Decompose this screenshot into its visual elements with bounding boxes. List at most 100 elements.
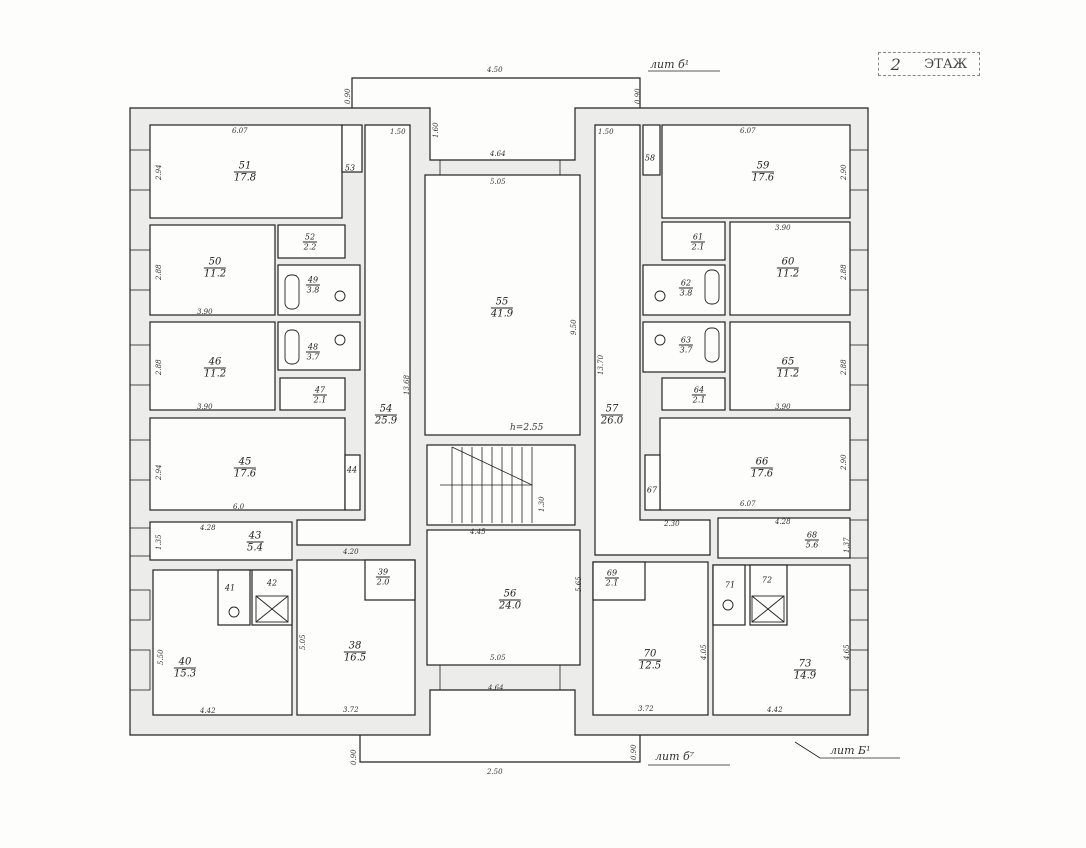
room-label-72: 72	[761, 575, 773, 585]
dim-r65-h: 2.88	[840, 359, 848, 375]
room-66	[659, 417, 851, 511]
dim-bottom-right-offset: 0.90	[630, 744, 638, 760]
windows	[129, 149, 869, 691]
dim-r68-w: 4.28	[775, 518, 791, 526]
dim-r73-h: 4.65	[843, 644, 851, 660]
room-39	[364, 559, 416, 601]
dim-corridor-width: 4.20	[343, 548, 359, 556]
dim-r46-h: 2.88	[155, 359, 163, 375]
dim-r45-w: 6.0	[233, 503, 245, 511]
floor-label: ЭТАЖ	[924, 56, 968, 72]
room-61	[661, 221, 726, 261]
dim-r45-h: 2.94	[155, 464, 163, 480]
room-55	[424, 174, 581, 436]
bottom-porch-outline	[359, 735, 641, 763]
room-44	[344, 454, 361, 511]
dim-r73-w: 4.42	[767, 706, 783, 714]
dim-recess-depth: 1.60	[432, 122, 440, 138]
stair-steps	[440, 446, 533, 523]
dim-hall-side: 9.50	[570, 319, 578, 335]
room-68	[717, 517, 851, 559]
dim-r68-h: 1.37	[843, 537, 851, 553]
floor-title-stamp: 2 ЭТАЖ	[878, 52, 980, 76]
room-label-41: 41	[224, 583, 236, 593]
dim-r40-h: 5.50	[157, 649, 165, 665]
dim-corridor-right: 13.70	[597, 354, 605, 375]
dim-r60-w: 3.90	[775, 224, 791, 232]
litera-leader	[794, 741, 821, 759]
room-54	[296, 124, 411, 546]
dim-r43-w: 4.28	[200, 524, 216, 532]
litera-bottom: лит б⁷	[655, 750, 695, 763]
room-57	[594, 124, 711, 556]
room-47	[279, 377, 346, 411]
dim-top-window: 4.64	[490, 150, 506, 158]
dim-r50-h: 2.88	[155, 264, 163, 280]
dim-bottom-left-offset: 0.90	[350, 749, 358, 765]
dim-top-left-offset: 0.90	[344, 88, 352, 104]
room-64	[661, 377, 726, 411]
room-label-42: 42	[266, 578, 278, 588]
room-label-67: 67	[646, 485, 658, 495]
litera-bottom-right: лит Б¹	[830, 744, 871, 757]
dim-stair-h: 1.30	[538, 496, 546, 512]
dim-lobby-w: 5.05	[490, 654, 506, 662]
dim-hall-top: 5.05	[490, 178, 506, 186]
dim-r38-h: 5.05	[299, 634, 307, 650]
dim-r43-h: 1.35	[155, 534, 163, 550]
dim-r59-w: 6.07	[740, 127, 756, 135]
dim-corridor-left: 13.68	[403, 374, 411, 395]
room-41	[217, 569, 251, 626]
dim-left-stair: 1.50	[390, 128, 406, 136]
dim-r66-w: 6.07	[740, 500, 756, 508]
room-42	[251, 569, 293, 626]
room-63	[642, 321, 726, 373]
dim-r70-w: 3.72	[638, 705, 654, 713]
room-label-53: 53	[344, 163, 356, 173]
dim-r46-w: 3.90	[197, 403, 213, 411]
dim-bottom-overall: 2.50	[487, 768, 503, 776]
room-69	[592, 561, 646, 601]
dim-r59-h: 2.90	[840, 164, 848, 180]
dim-stair-w: 4.45	[470, 528, 486, 536]
litera-top: лит б¹	[650, 58, 690, 71]
ceiling-height-note: h=2.55	[510, 423, 544, 433]
room-60	[729, 221, 851, 316]
room-65	[729, 321, 851, 411]
dim-r65-w: 3.90	[775, 403, 791, 411]
dim-r60-h: 2.88	[840, 264, 848, 280]
dim-top-overall: 4.50	[487, 66, 503, 74]
dim-top-right-offset: 0.90	[634, 88, 642, 104]
dim-corridor-right-width: 2.30	[664, 520, 680, 528]
floor-number: 2	[890, 54, 901, 74]
dim-lobby-h: 5.65	[575, 576, 583, 592]
dim-right-stair: 1.50	[598, 128, 614, 136]
room-58	[642, 124, 661, 176]
dim-r38-w: 3.72	[343, 706, 359, 714]
room-53	[341, 124, 363, 173]
room-label-71: 71	[724, 580, 736, 590]
room-49	[277, 264, 361, 316]
room-71	[712, 564, 746, 626]
